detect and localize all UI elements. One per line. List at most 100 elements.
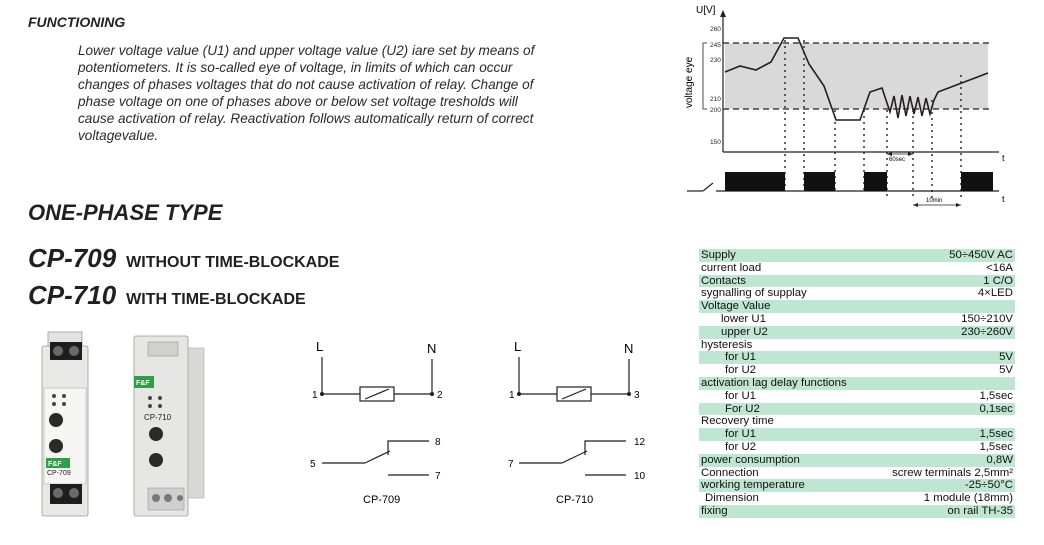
pin-label: 5 [310, 459, 316, 470]
spec-value: 1 C/O [983, 274, 1013, 287]
spec-row: Recovery time [699, 415, 1015, 428]
potentiometer-knob [49, 413, 63, 427]
spec-row: For U2 0,1sec [699, 402, 1015, 416]
tick-label: 210 [710, 96, 721, 103]
spec-label: Contacts [701, 274, 746, 287]
model-cp710-title: CP-710 WITH TIME-BLOCKADE [28, 280, 306, 311]
relay-on-block [725, 172, 785, 191]
spec-value: 4×LED [977, 287, 1013, 300]
functioning-line: voltagevalue. [78, 128, 159, 143]
brand-badge [46, 458, 70, 468]
spec-value: screw terminals 2,5mm² [892, 466, 1013, 479]
relay-on-block [864, 172, 887, 191]
recovery-arrow-left [913, 203, 918, 207]
spec-value: 0,8W [986, 453, 1013, 466]
spec-label: working temperature [701, 479, 805, 492]
contact-blade [561, 450, 588, 464]
delay-label: 60sec [889, 157, 905, 163]
spec-label: hysteresis [701, 338, 753, 351]
potentiometer-knob [149, 427, 163, 441]
model-desc: WITHOUT TIME-BLOCKADE [126, 254, 340, 271]
pin-label: 7 [435, 471, 441, 482]
voltage-eye-graph: U[V] 260 245 230 210 200 150 voltage eye… [684, 5, 1005, 207]
neutral-label: N [427, 341, 436, 356]
spec-value: 1,5sec [979, 440, 1013, 453]
pin-label: 10 [634, 471, 646, 482]
spec-value: 1 module (18mm) [923, 492, 1013, 505]
model-desc: WITH TIME-BLOCKADE [126, 291, 306, 308]
type-heading: ONE-PHASE TYPE [28, 200, 223, 225]
model-cp709-title: CP-709 WITHOUT TIME-BLOCKADE [28, 243, 339, 274]
spec-label: for U2 [725, 440, 757, 453]
diagram-title: CP-710 [556, 494, 593, 506]
delay-arrow-right [908, 152, 913, 156]
pin-label: 8 [435, 437, 441, 448]
eye-label: voltage eye [684, 56, 695, 108]
spec-row: Dimension 1 module (18mm) [699, 492, 1015, 505]
functioning-line: changes of phases voltages that do not c… [78, 77, 534, 92]
potentiometer-knob [149, 453, 163, 467]
spec-row: current load<16A [699, 262, 1015, 275]
spec-value: 1,5sec [979, 428, 1013, 441]
brand-badge [134, 376, 154, 388]
device-cp710: F&F CP-710 [133, 335, 205, 517]
tick-label: 200 [710, 107, 721, 114]
spec-label: sygnalling of supplay [701, 287, 807, 300]
spec-row: activation lag delay functions [699, 376, 1015, 390]
pin-label: 2 [437, 390, 443, 401]
device-label: CP-710 [144, 413, 172, 422]
spec-label: lower U1 [721, 312, 766, 325]
model-code: CP-710 [28, 280, 117, 310]
voltage-eye-zone [725, 43, 988, 109]
brand-label: F&F [136, 380, 150, 387]
relay-axis-label: t [1002, 194, 1005, 204]
spec-row: for U1 5V [699, 351, 1015, 365]
spec-value: 230÷260V [961, 325, 1013, 338]
wiring-diagram-cp709: L N 1 2 5 8 7 CP-709 [310, 339, 443, 506]
spec-label: activation lag delay functions [701, 376, 847, 389]
tick-label: 230 [710, 57, 721, 64]
line-label: L [514, 339, 521, 354]
spec-value: 5V [999, 351, 1013, 364]
tick-label: 245 [710, 42, 721, 49]
spec-label: for U2 [725, 364, 757, 377]
spec-label: for U1 [725, 389, 757, 402]
delay-arrow-left [887, 152, 892, 156]
functioning-heading: FUNCTIONING [28, 14, 126, 30]
spec-value: <16A [986, 261, 1013, 274]
spec-row: hysteresis [699, 339, 1015, 352]
model-code: CP-709 [28, 243, 117, 273]
contact-no-wire [387, 440, 429, 455]
spec-value: 0,1sec [979, 402, 1013, 415]
diagram-title: CP-709 [363, 494, 400, 506]
tick-label: 260 [710, 26, 721, 33]
spec-label: Supply [701, 249, 736, 261]
relay-switch [702, 182, 714, 192]
potentiometer-knob [49, 439, 63, 453]
brand-label: F&F [48, 461, 62, 468]
spec-label: upper U2 [721, 325, 768, 338]
device-photos: F&F CP-709 F&F CP-710 [41, 331, 205, 517]
time-axis-label: t [1002, 153, 1005, 163]
spec-label: for U1 [725, 351, 757, 364]
functioning-line: potentiometers. It is so-called eye of v… [78, 60, 513, 75]
neutral-label: N [624, 341, 633, 356]
spec-label: for U1 [725, 428, 757, 441]
wiring-diagram-cp710: L N 1 3 7 12 10 CP-710 [508, 339, 646, 506]
device-cp709: F&F CP-709 [41, 331, 89, 517]
spec-label: For U2 [725, 402, 760, 415]
spec-label: Dimension [705, 492, 759, 505]
tick-label: 150 [710, 139, 721, 146]
functioning-text: Lower voltage value (U1) and upper volta… [78, 42, 638, 144]
spec-row: for U2 1,5sec [699, 441, 1015, 454]
relay-on-block [961, 172, 993, 191]
spec-row: working temperature-25÷50°C [699, 479, 1015, 493]
pin-label: 1 [509, 390, 515, 401]
voltage-curve [724, 37, 989, 121]
spec-label: fixing [701, 504, 728, 517]
